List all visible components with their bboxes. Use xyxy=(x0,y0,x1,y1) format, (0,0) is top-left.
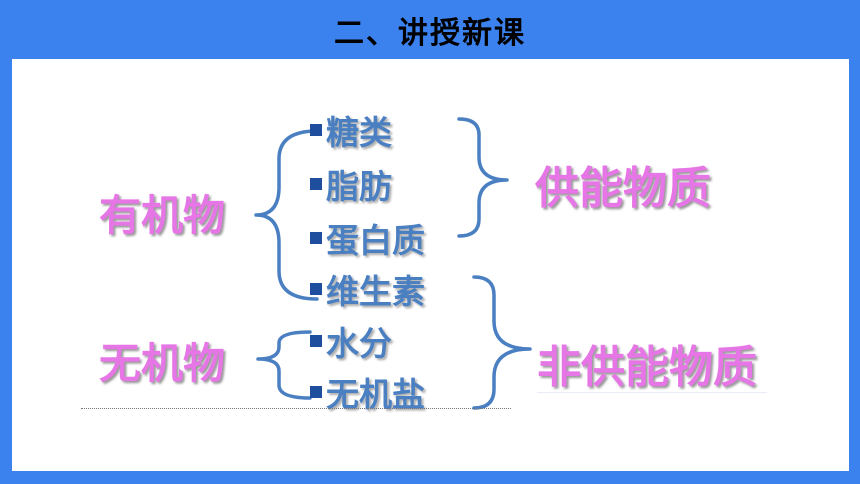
list-item: 糖类 xyxy=(310,106,392,154)
square-bullet-icon xyxy=(310,178,322,190)
organic-matter-label: 有机物 xyxy=(99,191,226,240)
item-label: 水分 xyxy=(326,324,392,363)
square-bullet-icon xyxy=(310,232,322,244)
item-label: 糖类 xyxy=(326,113,392,152)
non-energy-brace xyxy=(472,275,532,410)
square-bullet-icon xyxy=(310,283,322,295)
inorganic-matter-label: 无机物 xyxy=(99,339,226,388)
dotted-divider xyxy=(81,408,511,409)
slide-header: 二、讲授新课 xyxy=(0,0,860,58)
content-panel: 有机物 无机物 糖类 脂肪 蛋白质 维生素 水分 无机盐 供能物质 非供能物质 xyxy=(12,59,849,471)
item-label: 蛋白质 xyxy=(326,221,425,260)
energy-substance-label: 供能物质 xyxy=(535,163,711,214)
faint-divider xyxy=(537,392,767,393)
list-item: 脂肪 xyxy=(310,160,392,208)
square-bullet-icon xyxy=(310,124,322,136)
energy-brace xyxy=(457,117,509,238)
square-bullet-icon xyxy=(310,386,322,398)
bracket-diagram xyxy=(254,117,532,410)
list-item: 维生素 xyxy=(310,265,425,313)
square-bullet-icon xyxy=(310,335,322,347)
item-label: 维生素 xyxy=(326,272,425,311)
list-item: 无机盐 xyxy=(310,368,425,416)
item-label: 无机盐 xyxy=(326,375,425,414)
organic-brace xyxy=(254,129,319,301)
list-item: 蛋白质 xyxy=(310,214,425,262)
page-title: 二、讲授新课 xyxy=(334,16,526,51)
item-label: 脂肪 xyxy=(326,167,392,206)
inorganic-brace xyxy=(256,330,312,400)
non-energy-substance-label: 非供能物质 xyxy=(537,342,757,393)
list-item: 水分 xyxy=(310,317,392,365)
